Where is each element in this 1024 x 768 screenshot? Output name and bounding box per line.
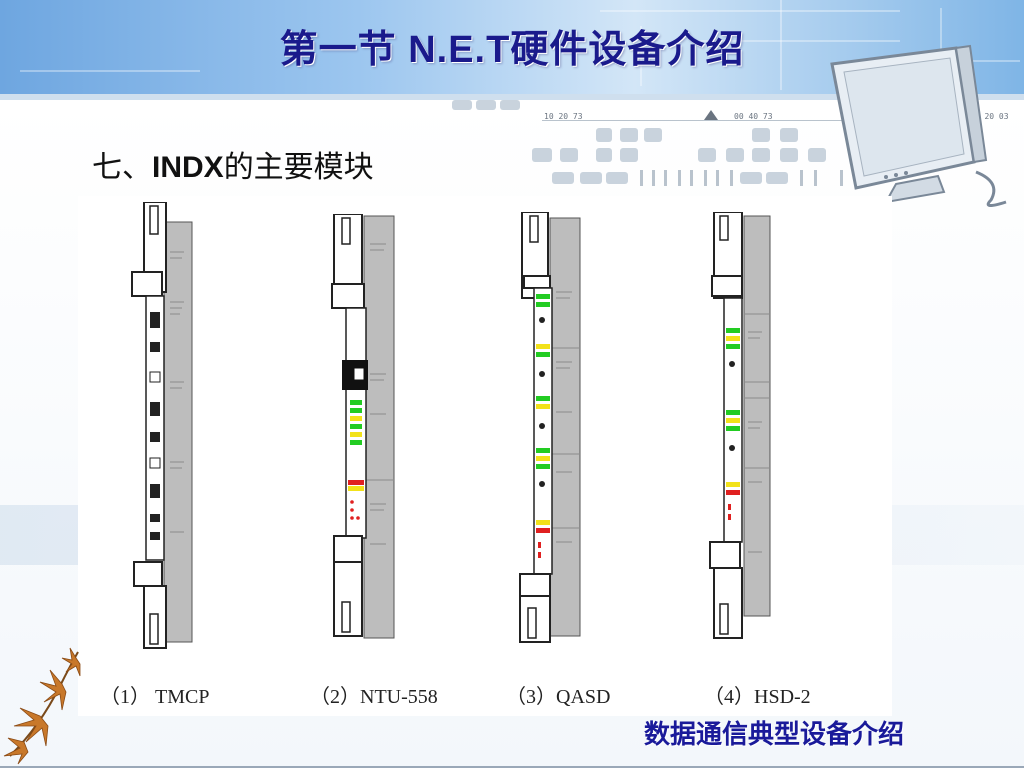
section-bold: INDX xyxy=(152,151,224,184)
header-band: 第一节 N.E.T硬件设备介绍 xyxy=(0,0,1024,100)
module-board-hsd-2 xyxy=(709,212,771,639)
section-suffix: 的主要模块 xyxy=(223,150,374,185)
computer-monitor-icon xyxy=(830,44,1007,207)
module-board-tmcp xyxy=(131,202,193,649)
module-figure: （1） TMCP （2）NTU-558 xyxy=(78,196,892,716)
module-caption: （4）HSD-2 xyxy=(704,686,811,708)
triangle-marker-icon xyxy=(704,110,718,120)
module-board-qasd xyxy=(519,212,581,643)
module-caption: （3）QASD xyxy=(506,686,611,708)
maple-leaf-icon xyxy=(3,647,81,765)
bottom-line xyxy=(0,766,1024,768)
coord-label: 10 20 73 xyxy=(544,112,583,121)
coord-label: 10 20 03 xyxy=(970,112,1009,121)
section-prefix: 七、 xyxy=(92,150,152,185)
coord-label: 00 40 73 xyxy=(734,112,773,121)
module-board-ntu-558 xyxy=(331,214,395,639)
footer-text: 数据通信典型设备介绍 xyxy=(644,719,905,749)
header-strip xyxy=(0,94,1024,100)
slide-title: 第一节 N.E.T硬件设备介绍 xyxy=(279,29,745,71)
module-caption: （2）NTU-558 xyxy=(310,686,438,708)
section-heading: 七、INDX的主要模块 xyxy=(92,142,374,186)
module-caption: （1） TMCP xyxy=(100,686,210,708)
